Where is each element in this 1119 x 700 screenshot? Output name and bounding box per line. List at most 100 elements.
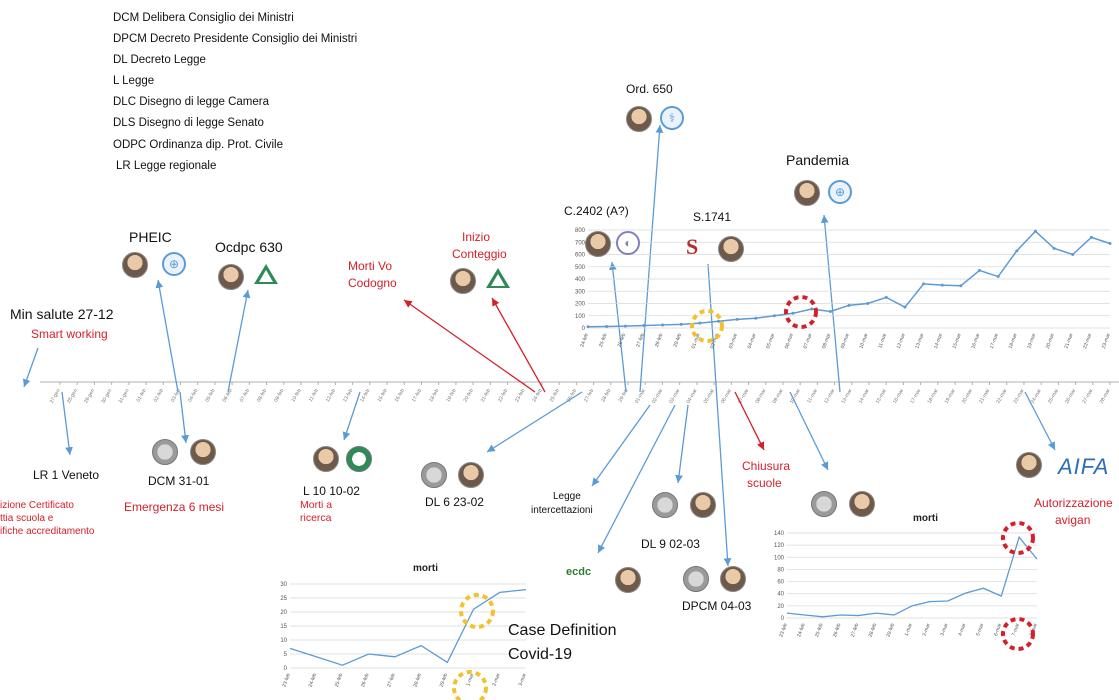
chart-point — [1015, 249, 1019, 253]
chart-y-tick-label: 15 — [280, 624, 287, 630]
arrow — [707, 263, 732, 567]
label-dpcm: DPCM 04-03 — [682, 599, 752, 613]
chart-x-tick-label: 12-mar — [896, 332, 907, 349]
label-inizio-1: Inizio — [462, 230, 491, 244]
legend-item: DLS Disegno di legge Senato — [113, 117, 264, 129]
chart-y-tick-label: 300 — [575, 289, 586, 295]
person-photo-icon — [218, 264, 244, 290]
highlight-circle — [690, 309, 724, 343]
label-avigan-1: Autorizzazione — [1034, 496, 1113, 510]
arrow — [179, 391, 189, 444]
legend-item: LR Legge regionale — [116, 160, 217, 172]
chart-x-tick-label: 23-feb — [778, 622, 789, 638]
chart-point — [1033, 229, 1037, 233]
chart-point — [791, 311, 795, 315]
label-dl9: DL 9 02-03 — [641, 537, 700, 551]
person-photo-icon — [690, 492, 716, 518]
chart-x-tick-label: 28-feb — [412, 672, 423, 688]
arrow — [61, 391, 73, 456]
arrow — [342, 391, 361, 441]
chart-x-tick-label: 28-feb — [654, 332, 665, 348]
chart-point — [810, 307, 814, 311]
person-photo-icon — [626, 106, 652, 132]
legend-item: DL Decreto Legge — [113, 54, 206, 66]
chart-x-tick-label: 03-mar — [728, 332, 739, 349]
chart-y-tick-label: 80 — [777, 567, 784, 573]
chart-series-line — [786, 535, 1038, 618]
chart-point — [978, 268, 981, 272]
senato-logo-icon: S — [686, 234, 699, 259]
chart-y-tick-label: 500 — [575, 265, 586, 271]
chart-x-tick-label: 1-mar — [904, 622, 914, 637]
label-avigan-2: avigan — [1055, 513, 1091, 527]
label-pandemia: Pandemia — [786, 152, 850, 168]
chart-x-tick-label: 06-mar — [784, 332, 795, 349]
chart-x-tick-label: 10-mar — [858, 332, 869, 349]
chart-y-tick-label: 20 — [777, 604, 784, 610]
legend-item: DPCM Decreto Presidente Consiglio dei Mi… — [113, 33, 358, 45]
arrow — [155, 279, 179, 393]
camera-logo-icon: ◐ — [616, 231, 640, 255]
arrow — [675, 404, 689, 484]
chart-x-tick-label: 25-feb — [334, 672, 345, 688]
chart-point — [717, 319, 720, 323]
highlight-circle — [459, 593, 495, 629]
chart-point — [828, 309, 832, 313]
chart-grid — [588, 229, 1110, 329]
chart-x-tick-label: 3-mar — [939, 622, 949, 637]
legend-item: DLC Disegno di legge Camera — [113, 96, 269, 108]
chart-point — [661, 323, 665, 327]
chart-y-tick-label: 140 — [774, 531, 785, 537]
chart-x-tick-label: 26-feb — [360, 672, 371, 688]
chart-point — [623, 324, 627, 328]
chart-x-tick-label: 27-feb — [386, 672, 397, 688]
chart-x-tick-label: 21-mar — [1064, 332, 1075, 349]
chart-x-tick-label: 22-mar — [1082, 332, 1093, 349]
chart-point — [922, 282, 926, 286]
label-lr1-note-1: izione Certificato — [0, 500, 74, 511]
chart-x-tick-label: 2-mar — [492, 672, 502, 687]
chart-x-tick-label: 3-mar — [518, 672, 528, 687]
label-morti-vo-1: Morti Vo — [348, 259, 393, 273]
label-pheic: PHEIC — [129, 229, 172, 245]
chart-title: morti — [913, 513, 938, 524]
chart-point — [903, 305, 907, 309]
chart-y-tick-label: 0 — [582, 326, 586, 332]
chart-x-tick-label: 16-mar — [970, 332, 981, 349]
arrow — [591, 404, 651, 487]
chart-y-tick-label: 10 — [280, 638, 287, 644]
chart-point — [679, 322, 683, 326]
person-photo-icon — [585, 231, 611, 257]
chart-x-tick-label: 29-feb — [439, 672, 450, 688]
chart-series-line — [289, 588, 527, 666]
person-photo-icon — [122, 252, 148, 278]
chart-x-tick-label: 27-feb — [850, 622, 861, 638]
chart-x-tick-label: 4-mar — [957, 622, 967, 637]
highlight-circle — [1001, 617, 1035, 651]
legend-item: DCM Delibera Consiglio dei Ministri — [113, 12, 294, 24]
chart-point — [586, 325, 590, 329]
chart-y-tick-label: 100 — [575, 314, 586, 320]
label-case-def-2: Covid-19 — [508, 646, 573, 663]
chart-x-tick-label: 2-mar — [922, 622, 932, 637]
label-morti-ricerca-1: Morti a — [300, 499, 333, 511]
person-photo-icon — [458, 462, 484, 488]
chart-x-tick-label: 15-mar — [952, 332, 963, 349]
chart-y-tick-label: 25 — [280, 596, 287, 602]
government-seal-icon — [683, 566, 709, 592]
label-dcm: DCM 31-01 — [148, 474, 210, 488]
label-ord650: Ord. 650 — [626, 82, 673, 96]
chart-x-tick-label: 28-feb — [868, 622, 879, 638]
chart-y-tick-label: 800 — [575, 228, 586, 234]
chart-point — [866, 302, 870, 305]
chart-x-tick-label: 1-mar — [465, 672, 475, 687]
highlight-circle — [784, 295, 818, 329]
